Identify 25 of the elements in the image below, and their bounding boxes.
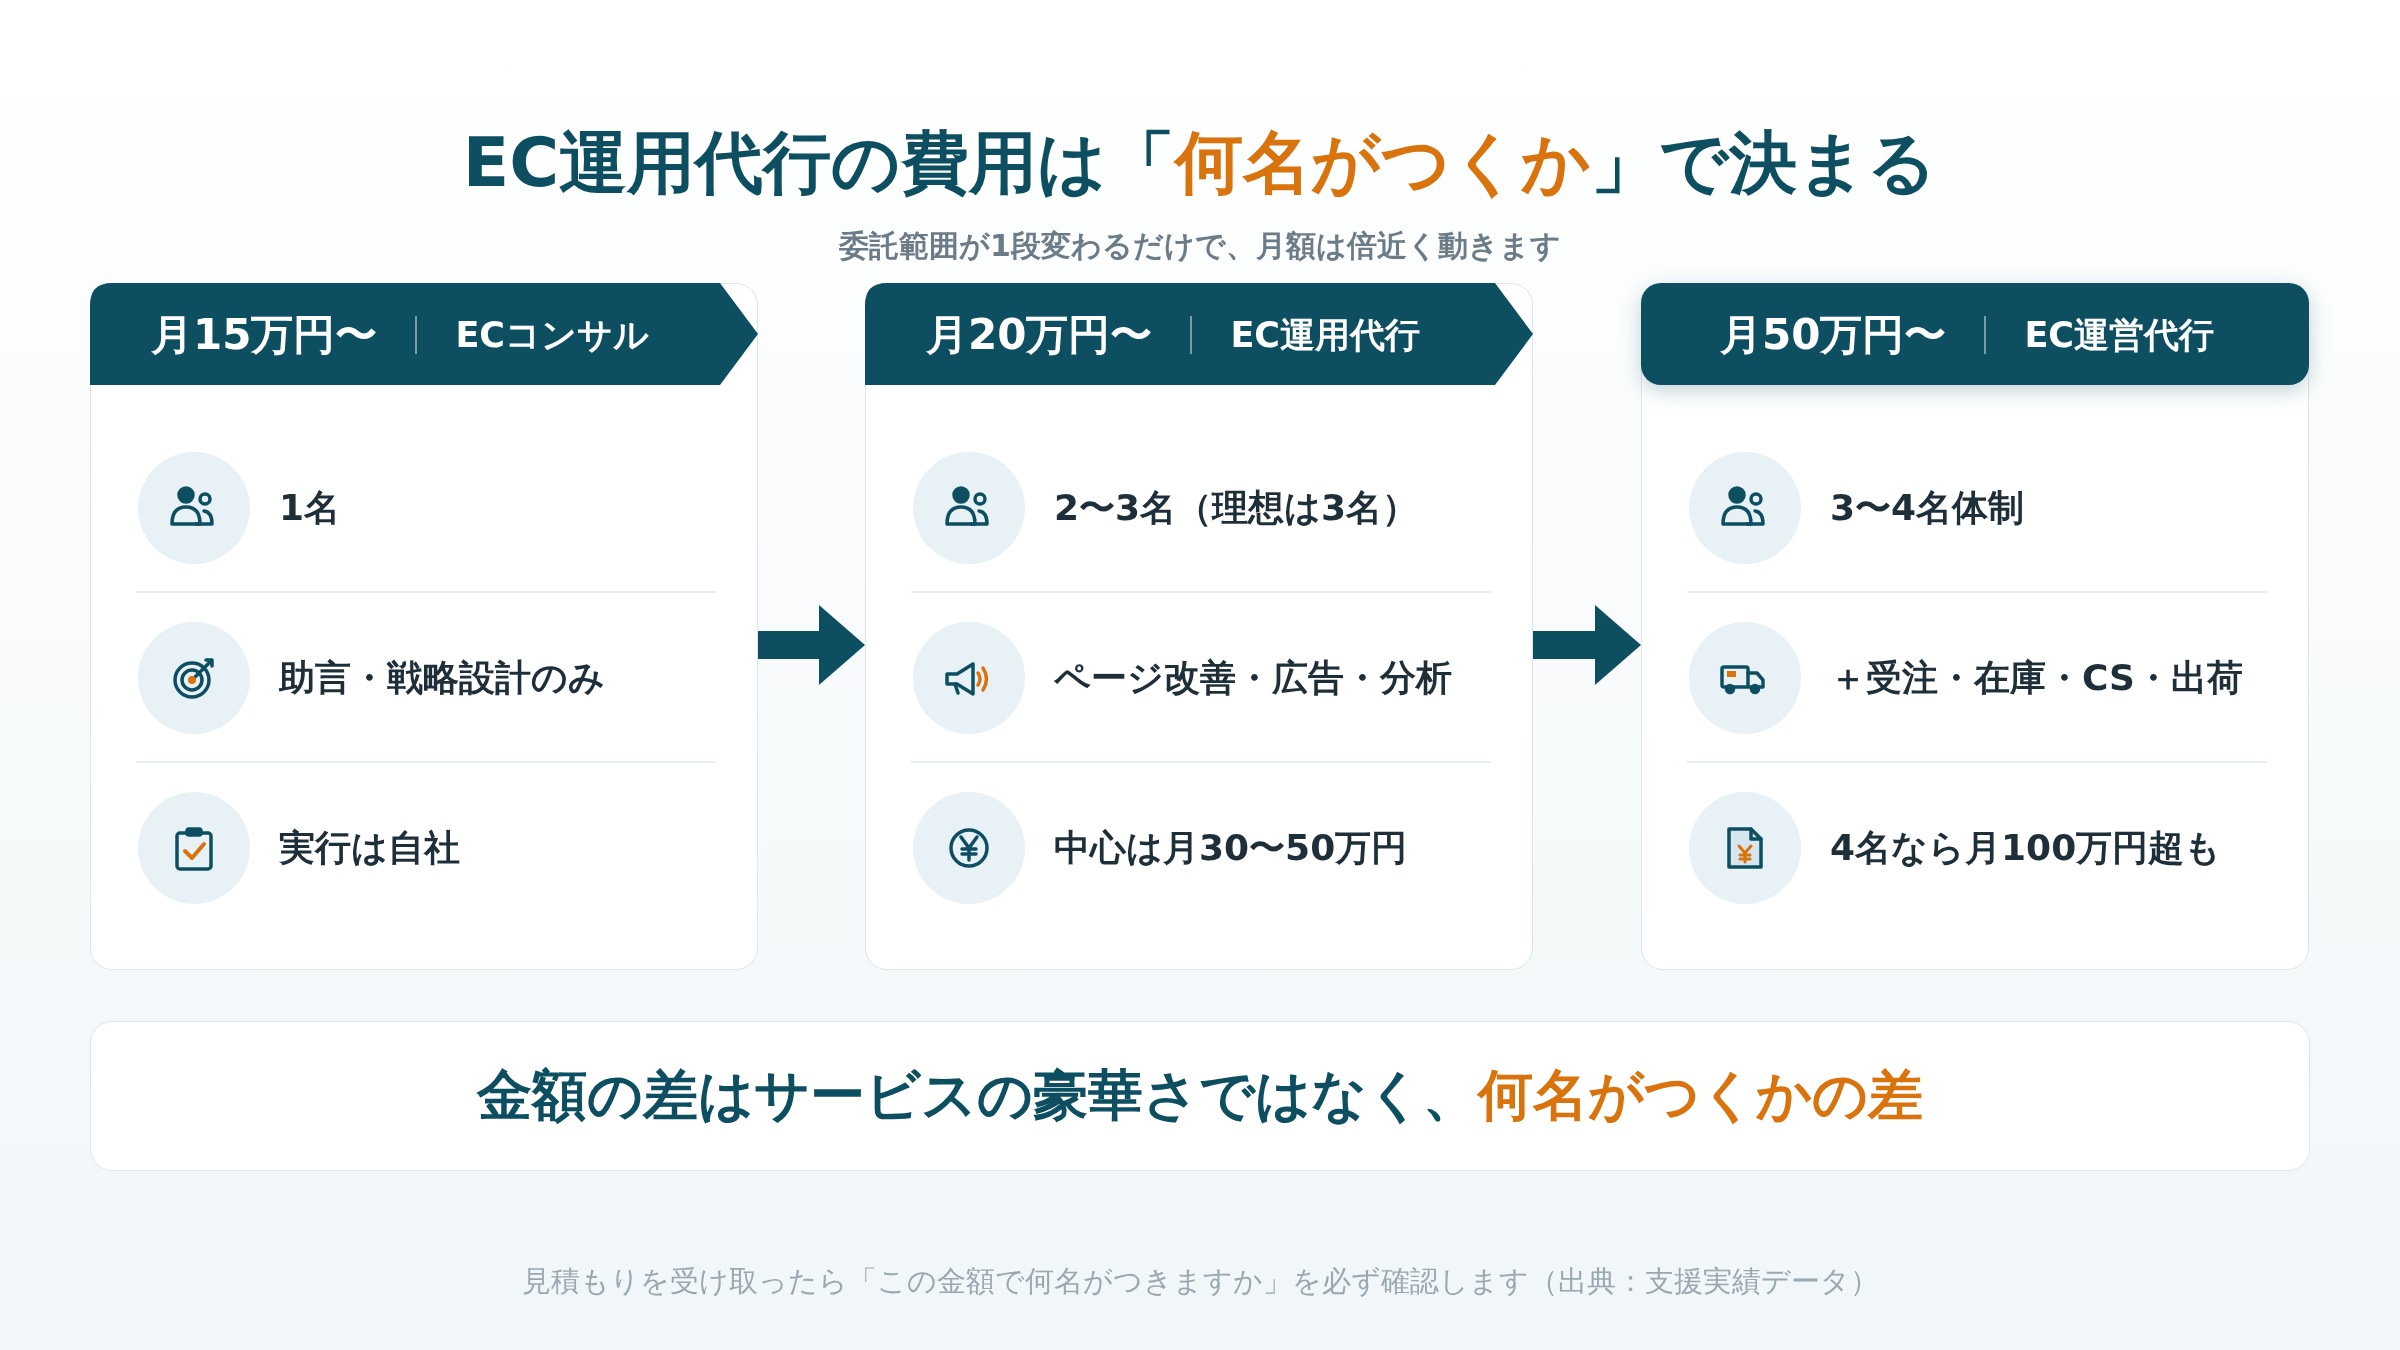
feature-text: 4名なら月100万円超も	[1830, 826, 2222, 870]
feature-text: ＋受注・在庫・CS・出荷	[1830, 656, 2243, 700]
plan-card	[865, 283, 1533, 970]
feature-text: 実行は自社	[279, 826, 460, 870]
feature-text: 3〜4名体制	[1830, 486, 2025, 530]
price-text: 月50万円〜	[1720, 309, 1947, 361]
price-text: 月15万円〜	[151, 309, 378, 361]
summary-banner	[90, 1021, 2310, 1171]
title: EC運用代行の費用は「何名がつくか」で決まる	[461, 122, 1939, 204]
summary-text: 金額の差はサービスの豪華さではなく、何名がつくかの差	[475, 1062, 1924, 1129]
plan-name: ECコンサル	[455, 313, 650, 357]
subtitle: 委託範囲が1段変わるだけで、月額は倍近く動きます	[838, 227, 1562, 265]
feature-text: 2〜3名（理想は3名）	[1054, 486, 1419, 530]
price-text: 月20万円〜	[926, 309, 1153, 361]
plan-card	[1641, 283, 2309, 970]
arrow	[1533, 605, 1641, 685]
plan-name: EC運用代行	[1230, 313, 1421, 357]
feature-text: 中心は月30〜50万円	[1054, 826, 1408, 870]
arrow	[758, 605, 865, 685]
feature-text: ページ改善・広告・分析	[1054, 656, 1452, 700]
footnote: 見積もりを受け取ったら「この金額で何名がつきますか」を必ず確認します（出典：支援実績データ）	[520, 1263, 1880, 1300]
plan-name: EC運営代行	[2024, 313, 2215, 357]
feature-text: 助言・戦略設計のみ	[279, 656, 605, 700]
feature-text: 1名	[279, 486, 341, 530]
plan-card	[90, 283, 758, 970]
